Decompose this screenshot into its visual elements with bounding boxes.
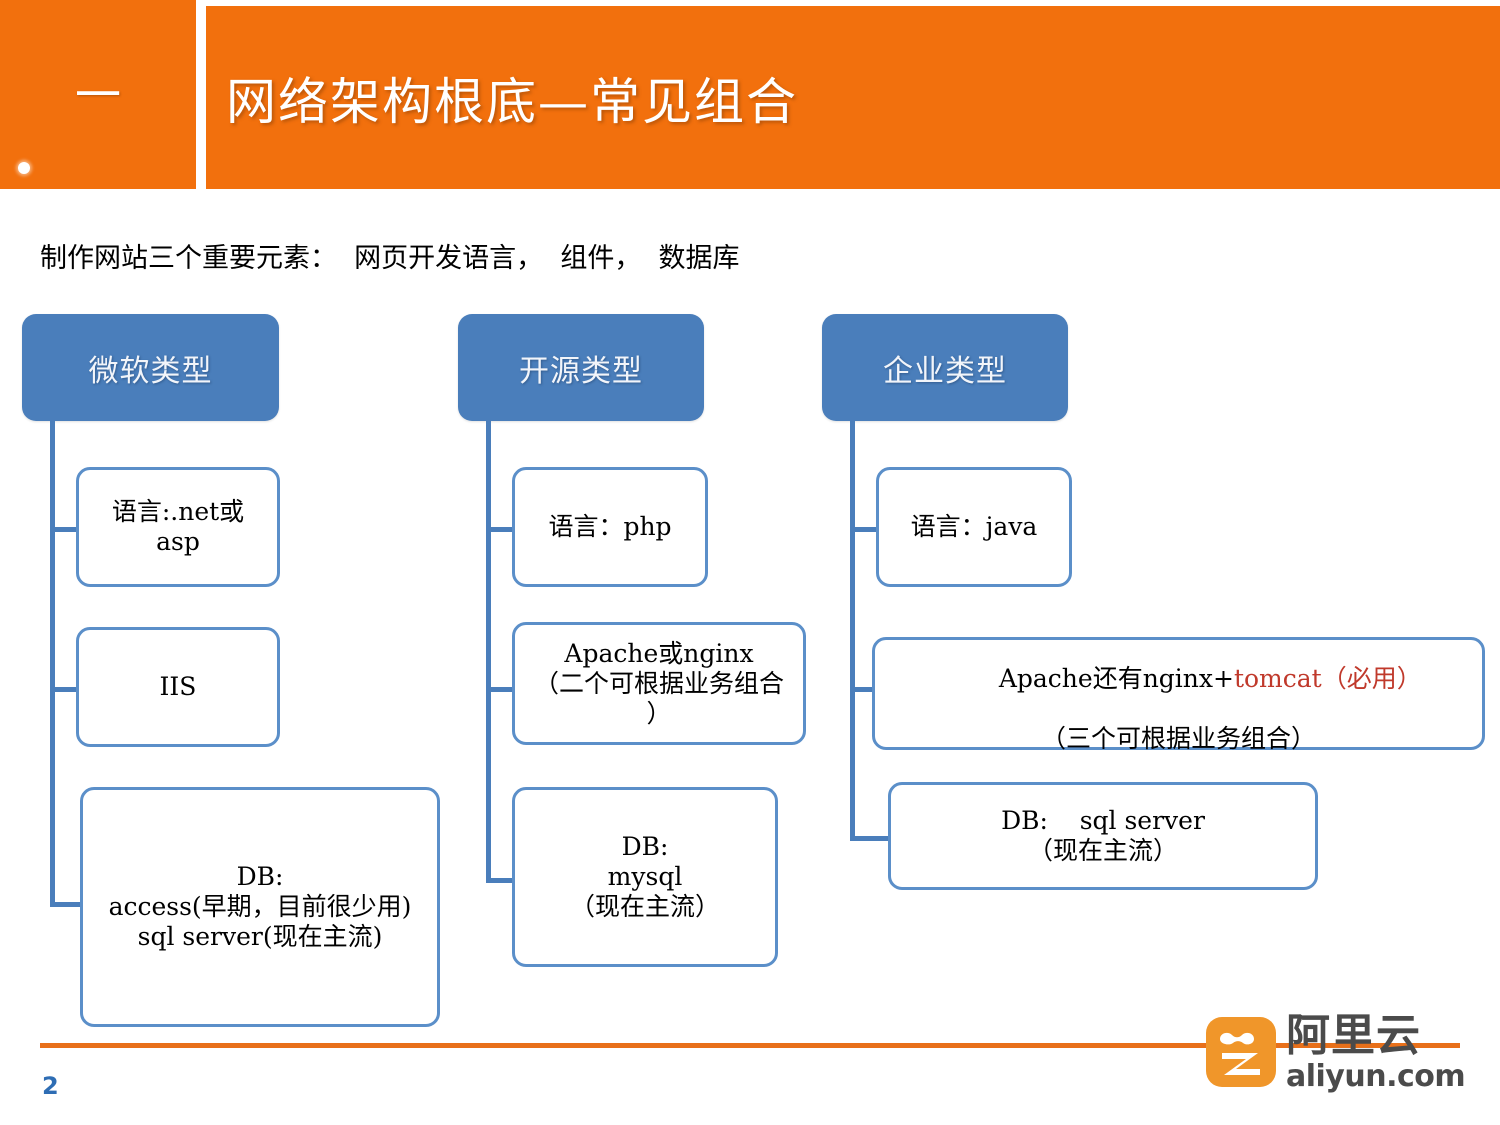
column-header-opensource: 开源类型	[458, 314, 704, 421]
node-ent-server: Apache还有nginx+tomcat（必用） （三个可根据业务组合）	[872, 634, 1485, 753]
header-band: 一 网络架构根底—常见组合	[0, 0, 1500, 200]
node-line: （现在主流）	[1027, 836, 1178, 865]
subtitle-text: 制作网站三个重要元素： 网页开发语言， 组件， 数据库	[40, 243, 740, 274]
page-title: 网络架构根底—常见组合	[226, 72, 798, 131]
node-ent-db: DB: sql server （现在主流）	[888, 782, 1318, 890]
connector-stub-ent-server	[850, 687, 882, 692]
connector-stub-ent-lang	[850, 527, 882, 532]
header-number-block: 一	[0, 0, 196, 189]
node-text: Apache还有nginx+	[998, 663, 1234, 693]
aliyun-cloud-icon	[1206, 1017, 1276, 1087]
connector-stub-ms-db	[50, 902, 88, 907]
node-line-rich: Apache还有nginx+tomcat（必用）	[935, 634, 1422, 724]
connector-trunk-microsoft	[50, 421, 55, 907]
node-line: DB:	[236, 862, 284, 891]
bullet-dot-icon	[18, 162, 30, 174]
aliyun-brand-cn: 阿里云	[1286, 1010, 1421, 1061]
node-ms-db: DB: access(早期，目前很少用) sql server(现在主流)	[80, 787, 440, 1027]
node-line: IIS	[159, 672, 197, 701]
node-os-db: DB: mysql （现在主流）	[512, 787, 778, 967]
node-line: （三个可根据业务组合）	[1040, 723, 1316, 753]
header-section-number: 一	[75, 67, 121, 122]
connector-stub-ent-db	[850, 836, 894, 841]
node-line: access(早期，目前很少用)	[108, 892, 412, 921]
header-title-block: 网络架构根底—常见组合	[206, 6, 1500, 189]
column-header-enterprise: 企业类型	[822, 314, 1068, 421]
column-header-microsoft: 微软类型	[22, 314, 279, 421]
node-line: asp	[156, 527, 200, 556]
node-os-lang: 语言：php	[512, 467, 708, 587]
connector-stub-ms-server	[50, 687, 82, 692]
node-line: mysql	[607, 862, 683, 891]
connector-stub-os-db	[486, 878, 518, 883]
node-line: 语言：php	[548, 512, 672, 541]
node-os-server: Apache或nginx （二个可根据业务组合 ）	[512, 622, 806, 745]
column-header-label: 企业类型	[883, 353, 1007, 389]
connector-stub-ms-lang	[50, 527, 82, 532]
node-line: 语言：java	[910, 512, 1038, 541]
connector-trunk-opensource	[486, 421, 491, 881]
node-line: DB: sql server	[1001, 806, 1205, 835]
node-line: Apache或nginx	[564, 638, 754, 668]
connector-stub-os-server	[486, 687, 518, 692]
node-text-accent: tomcat（必用）	[1233, 663, 1422, 693]
connector-trunk-enterprise	[850, 421, 855, 840]
column-header-label: 微软类型	[88, 353, 213, 389]
node-ms-lang: 语言:.net或 asp	[76, 467, 280, 587]
column-header-label: 开源类型	[519, 353, 643, 389]
node-line: DB:	[621, 832, 669, 861]
node-line: （现在主流）	[569, 892, 720, 921]
page-number: 2	[42, 1072, 59, 1100]
node-line: ）	[646, 698, 672, 728]
node-line: （二个可根据业务组合	[533, 668, 784, 698]
aliyun-brand-en: aliyun.com	[1286, 1059, 1466, 1094]
node-line: sql server(现在主流)	[137, 922, 383, 951]
node-ent-lang: 语言：java	[876, 467, 1072, 587]
footer-divider-rule	[40, 1043, 1460, 1048]
node-ms-server: IIS	[76, 627, 280, 747]
connector-stub-os-lang	[486, 527, 518, 532]
node-line: 语言:.net或	[111, 497, 245, 526]
aliyun-logo: 阿里云 aliyun.com	[1206, 1010, 1486, 1094]
